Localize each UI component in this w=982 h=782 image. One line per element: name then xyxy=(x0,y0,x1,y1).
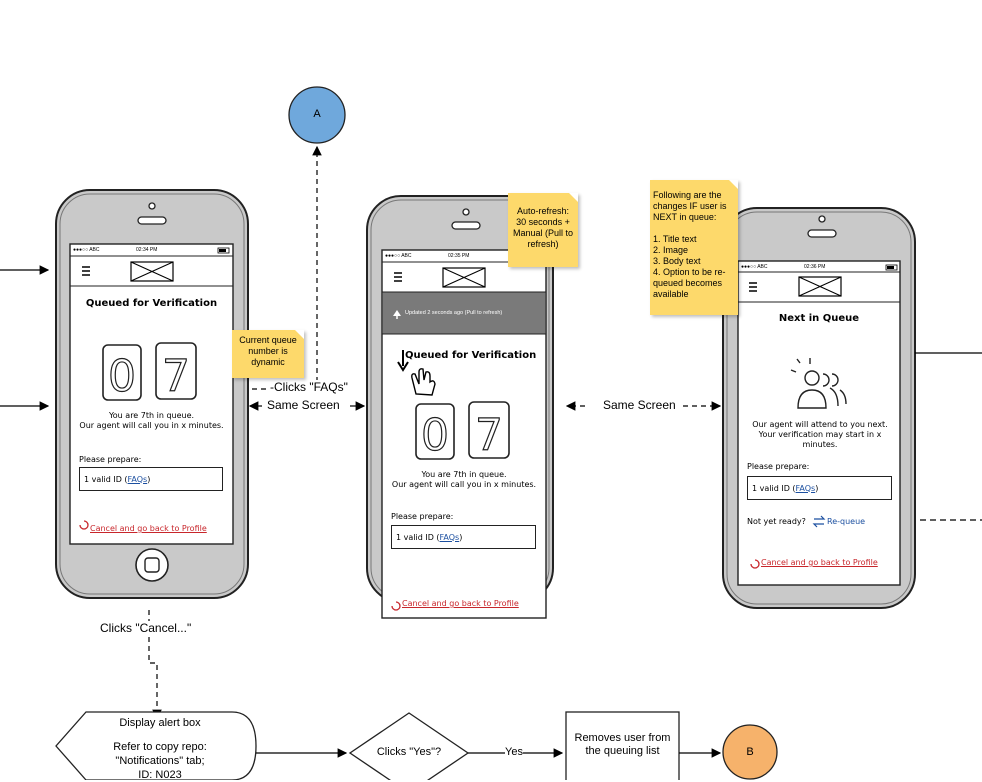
battery-icon xyxy=(885,264,898,271)
queue-line-2: Our agent will call you in x minutes. xyxy=(79,421,224,430)
decision-diamond xyxy=(348,712,470,780)
hand-cursor-icon xyxy=(411,368,436,396)
alert-box-text: Display alert box Refer to copy repo: "N… xyxy=(113,717,207,781)
logo-image-icon xyxy=(798,276,842,297)
page-title: Next in Queue xyxy=(778,313,860,324)
queue-digit-1: 0 xyxy=(108,351,136,402)
edge-label-clicks-faqs: -Clicks "FAQs" xyxy=(270,380,348,394)
logo-image-icon xyxy=(130,261,174,282)
connector-b xyxy=(722,724,778,780)
faqs-link[interactable]: FAQs xyxy=(127,474,148,484)
connector-a xyxy=(288,86,346,144)
id-requirement-box: 1 valid ID (FAQs) xyxy=(391,525,536,549)
prepare-label: Please prepare: xyxy=(79,455,142,464)
people-group-icon xyxy=(790,358,847,409)
logo-image-icon xyxy=(442,267,486,288)
next-in-queue-text: Our agent will attend to you next. Your … xyxy=(740,420,900,450)
pull-down-arrow-icon xyxy=(397,350,409,372)
requeue-icon[interactable] xyxy=(812,515,826,528)
queue-line-1: You are 7th in queue. xyxy=(421,470,507,479)
phone-2 xyxy=(366,195,554,619)
status-time: 02:36 PM xyxy=(804,264,826,270)
connector-a-label: A xyxy=(313,108,321,120)
queue-number-image xyxy=(102,342,197,401)
edge-label-clicks-cancel: Clicks "Cancel..." xyxy=(100,621,192,635)
menu-icon[interactable] xyxy=(749,282,757,292)
menu-icon[interactable] xyxy=(82,266,90,276)
not-ready-label: Not yet ready? xyxy=(747,517,806,526)
cancel-link[interactable]: Cancel and go back to Profile xyxy=(761,558,878,567)
next-line-3: minutes. xyxy=(802,440,838,449)
phone-1 xyxy=(55,189,249,599)
requeue-link[interactable]: Re-queue xyxy=(827,517,866,526)
process-box xyxy=(565,711,680,780)
edge-label-same-screen-1: Same Screen xyxy=(267,398,340,412)
prepare-label: Please prepare: xyxy=(747,462,810,471)
page-title: Queued for Verification xyxy=(85,298,218,309)
status-carrier: ●●●○○ ABC xyxy=(385,253,412,259)
queue-line-1: You are 7th in queue. xyxy=(108,411,195,420)
status-time: 02:35 PM xyxy=(448,253,470,259)
queue-digit-2: 7 xyxy=(162,351,190,402)
queue-position-text: You are 7th in queue. Our agent will cal… xyxy=(382,470,546,490)
status-carrier: ●●●○○ ABC xyxy=(73,247,100,253)
decision-text: Clicks "Yes"? xyxy=(376,746,442,758)
prepare-label: Please prepare: xyxy=(391,512,454,521)
note-auto-refresh: Auto-refresh: 30 seconds + Manual (Pull … xyxy=(508,193,578,267)
cancel-link[interactable]: Cancel and go back to Profile xyxy=(90,524,207,533)
queue-digit-2: 7 xyxy=(475,410,503,461)
cancel-link[interactable]: Cancel and go back to Profile xyxy=(402,599,519,608)
queue-line-2: Our agent will call you in x minutes. xyxy=(391,480,537,489)
faqs-link[interactable]: FAQs xyxy=(795,483,816,493)
faqs-link[interactable]: FAQs xyxy=(439,532,460,542)
refresh-status-bar[interactable]: Updated 2 seconds ago (Pull to refresh) xyxy=(405,310,503,316)
note-next-changes: Following are the changes IF user is NEX… xyxy=(650,180,738,315)
id-requirement-box: 1 valid ID (FAQs) xyxy=(747,476,892,500)
phone-3 xyxy=(722,207,916,609)
queue-number-image xyxy=(415,401,510,460)
process-text: Removes user from the queuing list xyxy=(574,732,671,757)
undo-icon xyxy=(750,559,760,569)
connector-b-label: B xyxy=(746,746,754,758)
queue-position-text: You are 7th in queue. Our agent will cal… xyxy=(70,411,233,431)
queue-digit-1: 0 xyxy=(421,410,449,461)
undo-icon xyxy=(391,601,401,611)
undo-icon xyxy=(79,520,89,530)
note-queue-dynamic: Current queue number is dynamic xyxy=(232,330,304,378)
page-title: Queued for Verification xyxy=(405,350,537,361)
edge-label-same-screen-2: Same Screen xyxy=(603,398,676,412)
next-line-1: Our agent will attend to you next. xyxy=(752,420,888,429)
battery-icon xyxy=(217,247,230,254)
status-carrier: ●●●○○ ABC xyxy=(741,264,768,270)
id-requirement-box: 1 valid ID (FAQs) xyxy=(79,467,223,491)
menu-icon[interactable] xyxy=(394,272,402,282)
status-time: 02:34 PM xyxy=(136,247,158,253)
edge-label-yes: Yes xyxy=(505,746,523,758)
next-line-2: Your verification may start in x xyxy=(758,430,882,439)
